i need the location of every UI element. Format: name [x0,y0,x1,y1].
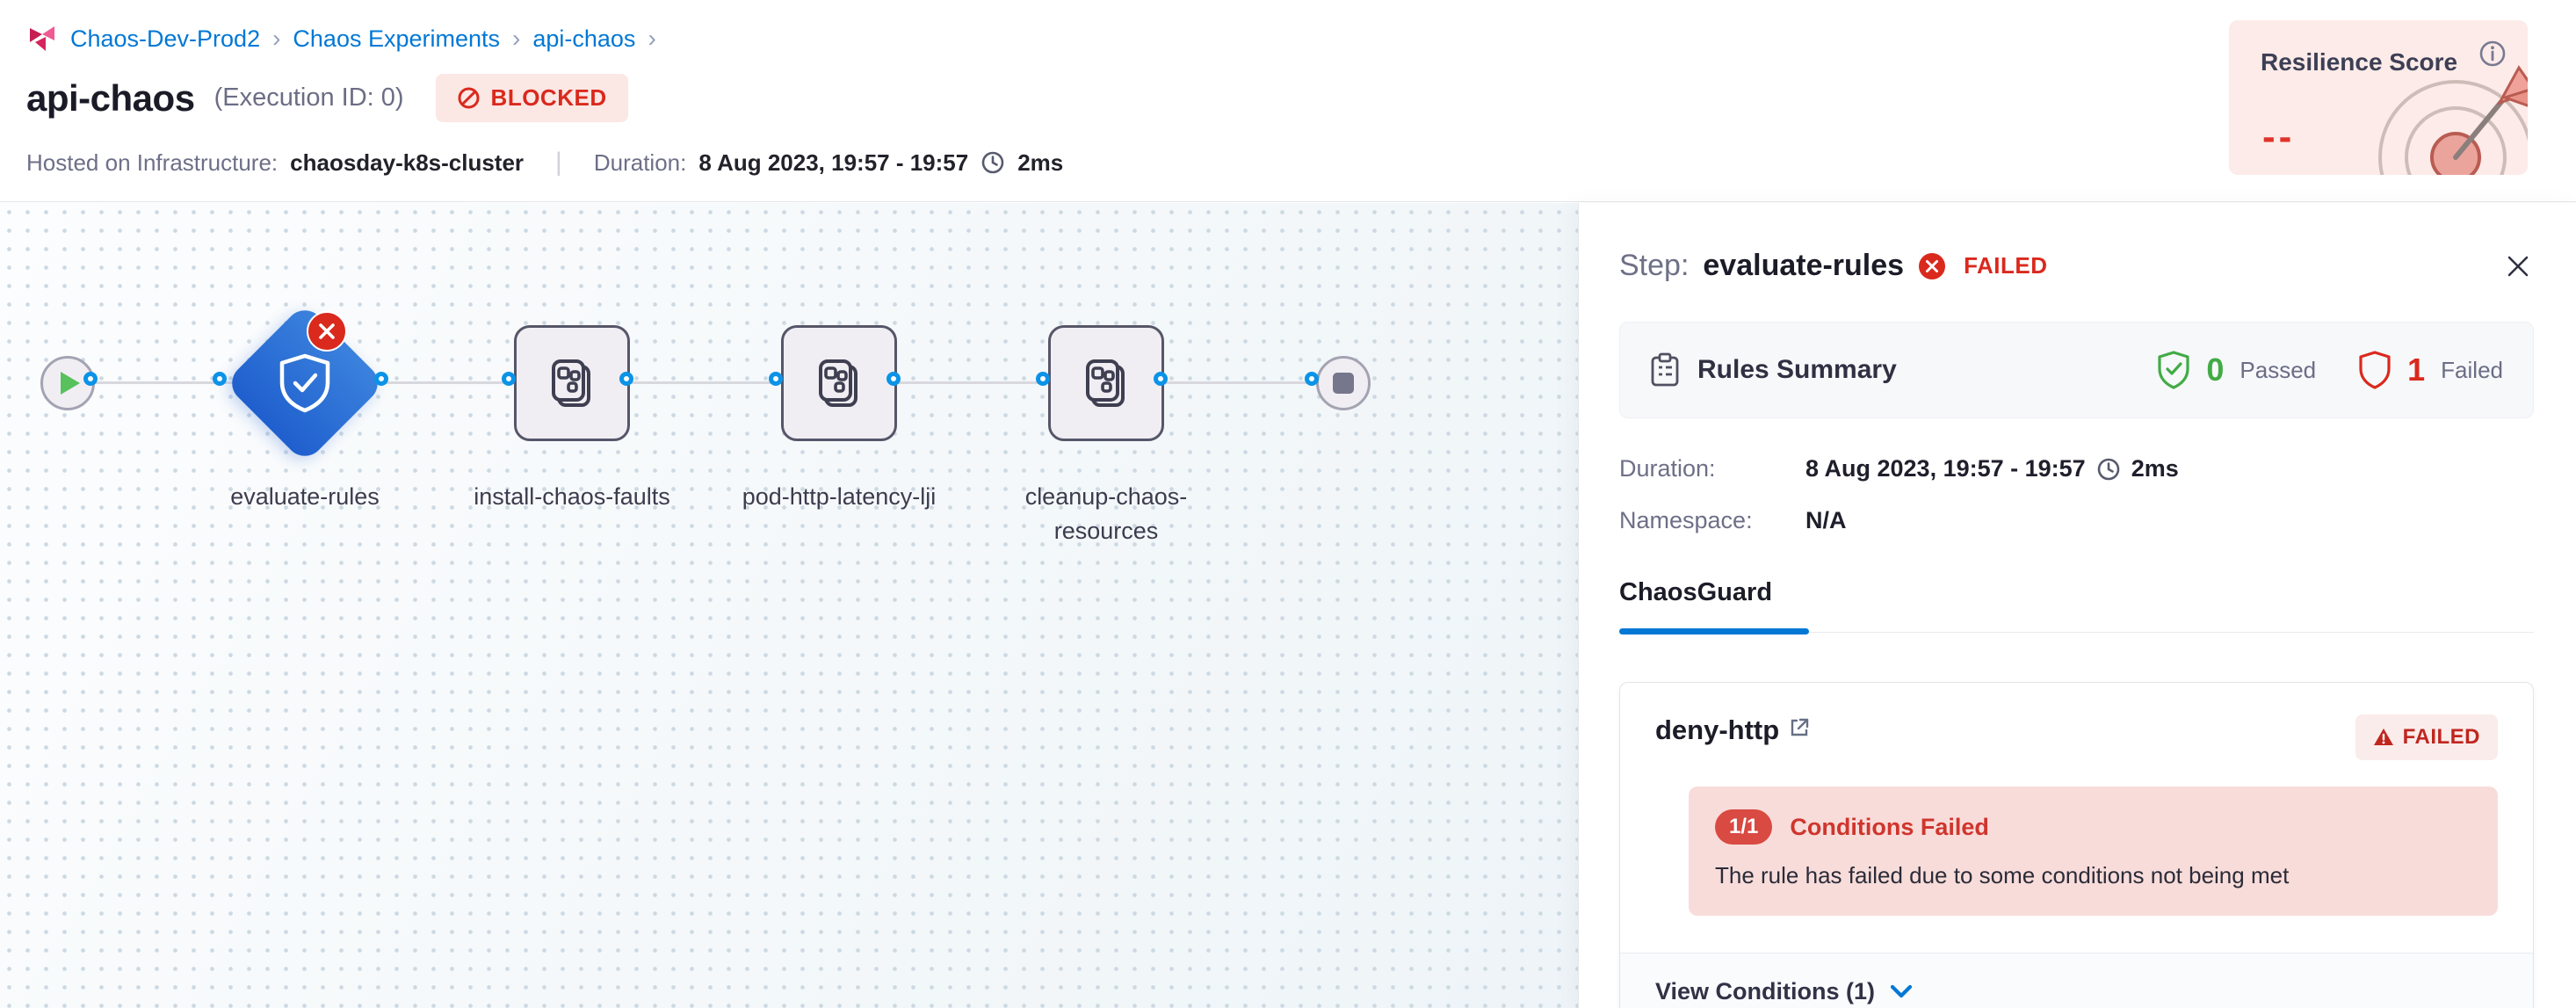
node-label: cleanup-chaos-resources [1024,483,1188,545]
pipeline-end-node[interactable] [1316,356,1371,410]
execution-id: (Execution ID: 0) [213,83,404,112]
connector-port [1154,372,1168,386]
node-label: evaluate-rules [230,483,380,510]
step-label: Step: [1619,249,1690,282]
shield-passed-icon [2157,351,2190,389]
breadcrumb-separator: › [648,25,656,52]
failed-label: Failed [2441,356,2503,383]
step-detail-rows: Duration: 8 Aug 2023, 19:57 - 19:57 2ms … [1619,455,2534,534]
step-header: Step: evaluate-rules FAILED [1619,249,2534,283]
step-status: FAILED [1964,252,2048,279]
play-icon [59,371,82,395]
page-title: api-chaos [26,76,195,119]
conditions-failed-title: Conditions Failed [1790,813,1989,840]
node-failed-badge-icon [307,311,347,352]
panel-tabs: ChaosGuard [1619,578,2534,635]
pipeline-edge [68,381,1343,384]
status-badge-blocked: BLOCKED [435,74,628,122]
rules-summary-card: Rules Summary 0 Passed 1 Failed [1619,322,2534,418]
conditions-failed-alert: 1/1 Conditions Failed The rule has faile… [1689,787,2498,916]
tab-chaosguard[interactable]: ChaosGuard [1619,578,1773,606]
page-header: Chaos-Dev-Prod2 › Chaos Experiments › ap… [0,0,2576,202]
rule-status-badge: FAILED [2355,714,2498,760]
step-name: evaluate-rules [1703,249,1905,282]
connector-port [213,372,227,386]
node-cleanup-chaos-resources[interactable] [1048,325,1164,441]
shield-check-icon [248,326,362,440]
rule-status-label: FAILED [2402,725,2480,749]
warning-triangle-icon [2373,728,2394,747]
infrastructure-name: chaosday-k8s-cluster [290,149,525,176]
conditions-count-badge: 1/1 [1715,809,1773,845]
rule-card-deny-http: deny-http [1619,682,2534,1008]
namespace-label: Namespace: [1619,507,1753,533]
template-step-icon [1079,356,1133,410]
conditions-failed-message: The rule has failed due to some conditio… [1715,862,2290,888]
template-step-icon [812,356,866,410]
view-conditions-label: View Conditions (1) [1655,978,1876,1004]
duration-label: Duration: [593,149,687,176]
connector-port [1036,372,1050,386]
node-pod-http-latency-lji[interactable] [781,325,897,441]
connector-port [374,372,388,386]
resilience-score-card: Resilience Score -- [2229,20,2528,175]
hosted-label: Hosted on Infrastructure: [26,149,279,176]
connector-port [886,372,901,386]
clipboard-icon [1650,352,1680,388]
title-row: api-chaos (Execution ID: 0) BLOCKED [26,74,628,122]
connector-port [619,372,633,386]
breadcrumb-experiments[interactable]: Chaos Experiments [293,25,501,52]
divider: | [555,148,562,177]
duration-value: 8 Aug 2023, 19:57 - 19:57 [698,149,969,176]
rule-name: deny-http [1655,714,1780,745]
meta-row: Hosted on Infrastructure: chaosday-k8s-c… [26,148,1063,178]
connector-port [83,372,98,386]
duration-ms: 2ms [1017,149,1064,176]
connector-port [769,372,783,386]
active-tab-indicator [1619,628,1809,635]
shield-failed-icon [2358,351,2391,389]
connector-port [1305,372,1319,386]
chaos-experiment-icon [26,23,58,54]
no-entry-icon [457,86,481,110]
breadcrumb-separator: › [272,25,281,52]
failed-circle-icon [1918,252,1946,280]
pipeline-canvas[interactable]: evaluate-rules install-chaos-faults pod-… [0,203,1578,1008]
breadcrumb-experiment-name[interactable]: api-chaos [532,25,636,52]
template-step-icon [545,356,599,410]
breadcrumb: Chaos-Dev-Prod2 › Chaos Experiments › ap… [26,23,656,54]
resilience-score-title: Resilience Score [2261,48,2458,76]
close-icon[interactable] [2502,250,2534,282]
breadcrumb-separator: › [512,25,521,52]
connector-port [502,372,516,386]
external-link-icon[interactable] [1788,716,1811,739]
status-badge-label: BLOCKED [490,84,607,111]
duration-row: Duration: 8 Aug 2023, 19:57 - 19:57 2ms [1619,455,2534,482]
duration-ms: 2ms [2131,455,2179,482]
info-icon[interactable] [2477,38,2508,69]
node-label: install-chaos-faults [474,483,670,510]
passed-count: 0 [2206,352,2225,388]
rules-summary-title: Rules Summary [1697,355,1897,384]
chevron-down-icon [1889,983,1914,1001]
clock-icon [980,150,1005,175]
resilience-score-value: -- [2262,115,2296,158]
step-details-panel: Step: evaluate-rules FAILED [1578,203,2576,1008]
node-label: pod-http-latency-lji [742,483,937,510]
namespace-value: N/A [1805,507,1847,533]
failed-count: 1 [2407,352,2426,388]
node-install-chaos-faults[interactable] [514,325,630,441]
target-illustration-icon [2368,52,2528,175]
namespace-row: Namespace: N/A [1619,507,2534,534]
passed-label: Passed [2240,356,2317,383]
view-conditions-toggle[interactable]: View Conditions (1) [1620,953,2533,1008]
duration-label: Duration: [1619,455,1716,482]
duration-value: 8 Aug 2023, 19:57 - 19:57 [1805,455,2086,482]
clock-icon [2096,457,2121,482]
node-evaluate-rules[interactable] [224,302,386,464]
breadcrumb-project[interactable]: Chaos-Dev-Prod2 [70,25,261,52]
stop-icon [1333,373,1354,394]
